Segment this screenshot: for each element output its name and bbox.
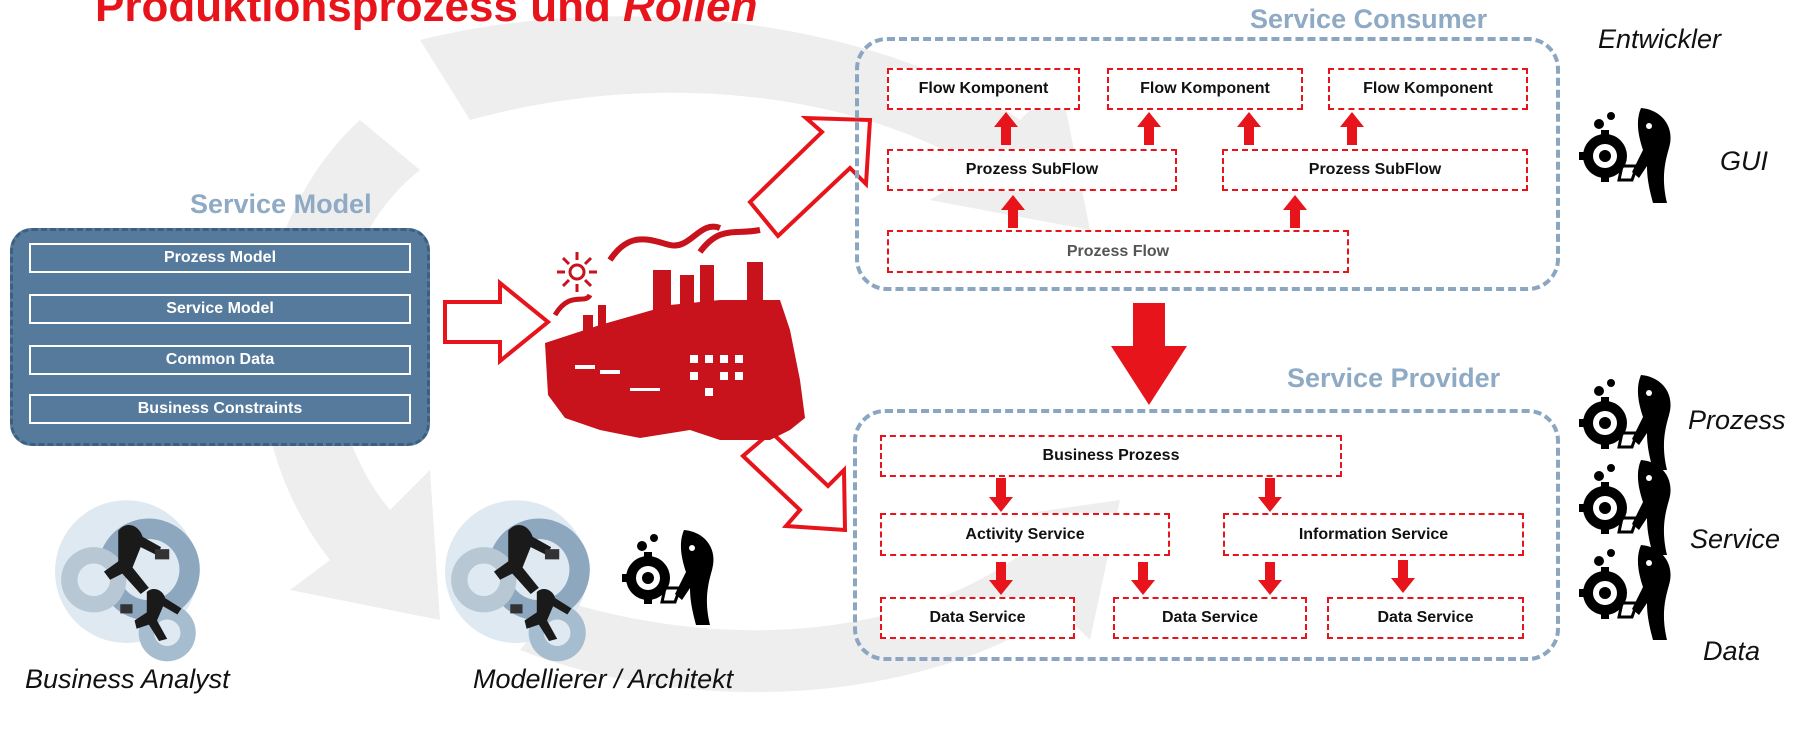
business-gear-icon-analyst: [55, 500, 200, 662]
role-data: Data: [1703, 636, 1761, 666]
business-prozess: Business Prozess: [880, 435, 1342, 477]
arrow-consumer-to-provider: [1111, 303, 1187, 405]
title-emphasis: Rollen: [623, 0, 758, 31]
consumer-arrows-up: [994, 112, 1364, 228]
arrow-model-to-factory: [443, 278, 552, 366]
information-service: Information Service: [1223, 513, 1524, 556]
service-consumer-group: [855, 37, 1560, 291]
page-title: Produktionsprozess und Rollen: [95, 0, 758, 32]
flow-komponent-1: Flow Komponent: [887, 68, 1080, 110]
data-service-3: Data Service: [1327, 597, 1524, 639]
model-row-business-constraints: Business Constraints: [29, 394, 411, 424]
developer-gear-icon-data: [1577, 543, 1673, 642]
role-gui: GUI: [1720, 146, 1769, 176]
role-business-analyst: Business Analyst: [25, 664, 230, 694]
activity-service: Activity Service: [880, 513, 1170, 556]
service-provider-group: [853, 409, 1560, 661]
developer-gear-icon-service: [1577, 458, 1673, 557]
business-gear-icon-modellierer: [445, 500, 590, 662]
model-row-service-model: Service Model: [29, 294, 411, 324]
service-model-panel: Prozess Model Service Model Common Data …: [10, 228, 430, 446]
arrow-factory-to-provider: [740, 429, 848, 533]
title-main: Produktionsprozess und: [95, 0, 624, 31]
role-prozess: Prozess: [1688, 405, 1786, 435]
role-service: Service: [1690, 524, 1781, 554]
model-row-common-data: Common Data: [29, 345, 411, 375]
flow-komponent-2: Flow Komponent: [1107, 68, 1303, 110]
model-row-prozess-model: Prozess Model: [29, 243, 411, 273]
sun-icon: [557, 252, 597, 292]
developer-gear-icon-modellierer: [620, 528, 716, 627]
prozess-subflow-1: Prozess SubFlow: [887, 149, 1177, 191]
service-provider-label: Service Provider: [1287, 363, 1501, 393]
developer-gear-icon-gui: [1577, 106, 1673, 205]
role-modellierer-architekt: Modellierer / Architekt: [473, 664, 734, 694]
data-service-2: Data Service: [1113, 597, 1307, 639]
service-model-label: Service Model: [190, 189, 372, 219]
factory-icon: [545, 223, 805, 440]
service-consumer-label: Service Consumer: [1250, 4, 1488, 34]
arrow-factory-to-consumer: [747, 115, 873, 239]
data-service-1: Data Service: [880, 597, 1075, 639]
prozess-flow: Prozess Flow: [887, 230, 1349, 273]
role-entwickler: Entwickler: [1598, 24, 1722, 54]
flow-komponent-3: Flow Komponent: [1328, 68, 1528, 110]
developer-gear-icon-prozess: [1577, 373, 1673, 472]
provider-arrows-down: [989, 478, 1415, 595]
prozess-subflow-2: Prozess SubFlow: [1222, 149, 1528, 191]
